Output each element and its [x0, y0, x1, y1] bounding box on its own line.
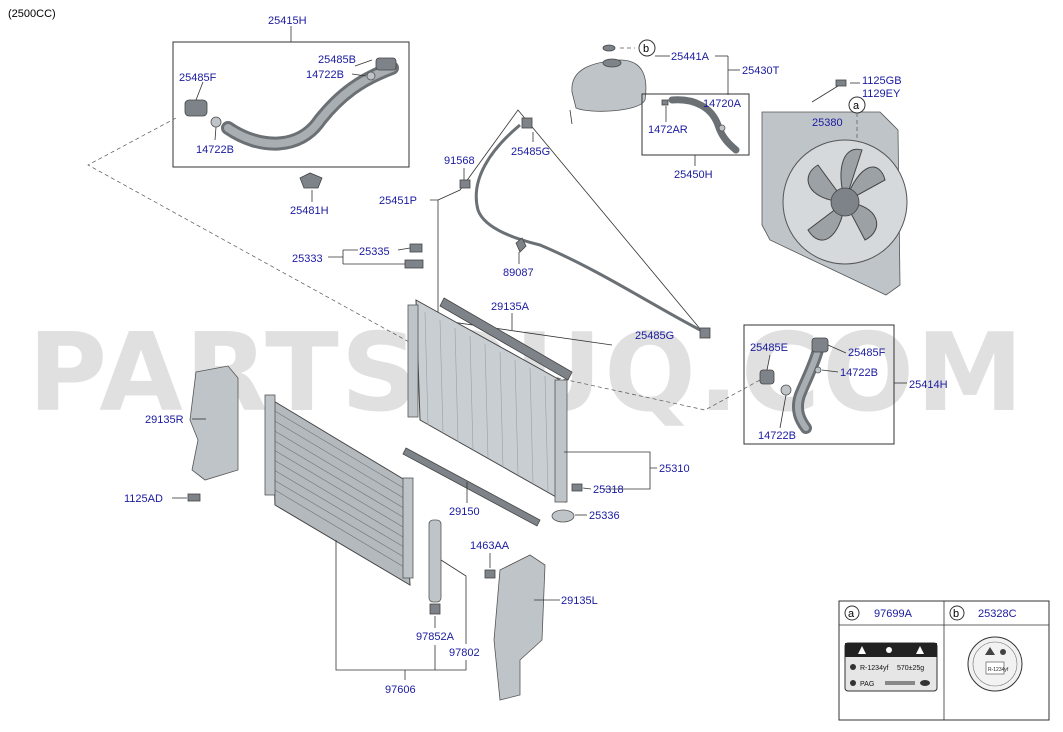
mount-25336[interactable] [551, 509, 575, 523]
label-25485F-a[interactable]: 25485F [179, 72, 217, 84]
condenser-right-tank [402, 477, 414, 579]
oil-type: PAG [860, 681, 874, 688]
legend-a-part[interactable]: 97699A [874, 608, 913, 620]
clip-25485G-top[interactable] [521, 117, 533, 129]
label-25485G-a[interactable]: 25485G [511, 146, 550, 158]
legend-a-letter: a [848, 608, 855, 620]
bolt-1463AA[interactable] [484, 569, 496, 579]
callout-b-top [638, 39, 656, 57]
label-25336[interactable]: 25336 [589, 510, 620, 522]
label-1472AR[interactable]: 1472AR [648, 124, 688, 136]
label-25450H[interactable]: 25450H [674, 169, 713, 181]
fan-hub [830, 187, 860, 217]
radiator-fins [424, 311, 549, 493]
bracket-25335[interactable] [409, 243, 423, 253]
label-25441A[interactable]: 25441A [671, 51, 710, 63]
clip-91568[interactable] [459, 179, 471, 189]
radiator-right-tank [554, 379, 568, 503]
lower-hose-group-box [743, 324, 895, 445]
label-14722B-d[interactable]: 14722B [758, 430, 796, 442]
clamp-14722B-top[interactable] [366, 71, 376, 81]
bolt-1125AD[interactable] [187, 493, 201, 502]
label-25430T[interactable]: 25430T [742, 65, 780, 77]
label-25415H[interactable]: 25415H [268, 15, 307, 27]
seal-29150[interactable] [402, 447, 541, 527]
label-25485E[interactable]: 25485E [750, 342, 788, 354]
air-guard-29135L[interactable] [493, 554, 546, 701]
label-25310[interactable]: 25310 [659, 463, 690, 475]
hose-fitting-25485F-lower[interactable] [811, 337, 829, 353]
bracket-25333[interactable] [404, 259, 424, 269]
coolant-reservoir[interactable] [571, 59, 647, 112]
label-29150[interactable]: 29150 [449, 506, 480, 518]
label-29135L[interactable]: 29135L [561, 595, 598, 607]
label-97606[interactable]: 97606 [385, 684, 416, 696]
hose-fitting-25485F[interactable] [184, 99, 208, 117]
seal-29135A[interactable] [439, 297, 573, 381]
engine-header: (2500CC) [8, 8, 56, 20]
label-25333[interactable]: 25333 [292, 253, 323, 265]
label-25414H[interactable]: 25414H [909, 379, 948, 391]
cap-seal-b [602, 44, 616, 52]
label-14722B-c[interactable]: 14722B [840, 367, 878, 379]
label-25380[interactable]: 25380 [812, 117, 843, 129]
label-1125AD[interactable]: 1125AD [124, 493, 163, 505]
label-14722B-b[interactable]: 14722B [196, 144, 234, 156]
label-29135R[interactable]: 29135R [145, 414, 184, 426]
hose-fitting-25485E[interactable] [759, 369, 775, 385]
label-89087[interactable]: 89087 [503, 267, 534, 279]
label-25335[interactable]: 25335 [359, 246, 390, 258]
label-25451P[interactable]: 25451P [379, 195, 417, 207]
label-25485B[interactable]: 25485B [318, 54, 356, 66]
overflow-hose[interactable] [474, 123, 707, 335]
overflow-box-outline [437, 109, 707, 337]
legend-b-part[interactable]: 25328C [978, 608, 1017, 620]
label-25318[interactable]: 25318 [593, 484, 624, 496]
cap-label-text: R-1234yf [988, 667, 1009, 673]
drier-cap-97852A[interactable] [429, 603, 441, 615]
label-1129EY[interactable]: 1129EY [862, 88, 901, 100]
label-25481H[interactable]: 25481H [290, 205, 329, 217]
legend-b-letter: b [953, 608, 959, 620]
drain-plug-25318[interactable] [571, 483, 583, 492]
label-25485F-b[interactable]: 25485F [848, 347, 886, 359]
label-91568[interactable]: 91568 [444, 155, 475, 167]
label-14720A[interactable]: 14720A [703, 98, 742, 110]
reservoir-hose-box [641, 93, 750, 156]
refrigerant-type: R-1234yf [860, 665, 888, 672]
clamp-14722B[interactable] [210, 116, 222, 128]
legend-a-circle [844, 605, 860, 621]
callout-a-letter: a [853, 100, 860, 112]
label-25485G-b[interactable]: 25485G [635, 330, 674, 342]
radiator-left-tank [407, 304, 419, 418]
clip-89087[interactable] [515, 237, 527, 253]
receiver-drier-97802[interactable] [428, 519, 442, 603]
bolt-1125GB[interactable] [835, 79, 847, 87]
condenser-left-tank [264, 394, 276, 496]
condenser-fins [272, 409, 410, 571]
label-1463AA[interactable]: 1463AA [470, 540, 510, 552]
legend-b-circle [949, 605, 965, 621]
bracket-25481H[interactable] [299, 172, 323, 189]
reservoir-hose[interactable] [668, 96, 740, 154]
air-guard-29135R[interactable] [189, 365, 239, 481]
callout-b-letter: b [643, 43, 649, 55]
refrigerant-amount: 570±25g [897, 665, 924, 672]
reservoir-cap[interactable] [602, 58, 622, 68]
clip-25485G-bottom[interactable] [699, 327, 711, 339]
hose-fitting-25485B[interactable] [375, 57, 397, 71]
label-29135A[interactable]: 29135A [491, 301, 530, 313]
label-97802[interactable]: 97802 [449, 647, 480, 659]
label-1125GB[interactable]: 1125GB [862, 75, 902, 87]
label-97852A[interactable]: 97852A [416, 631, 455, 643]
clamp-14722B-lower[interactable] [780, 384, 792, 396]
label-14722B-a[interactable]: 14722B [306, 69, 344, 81]
